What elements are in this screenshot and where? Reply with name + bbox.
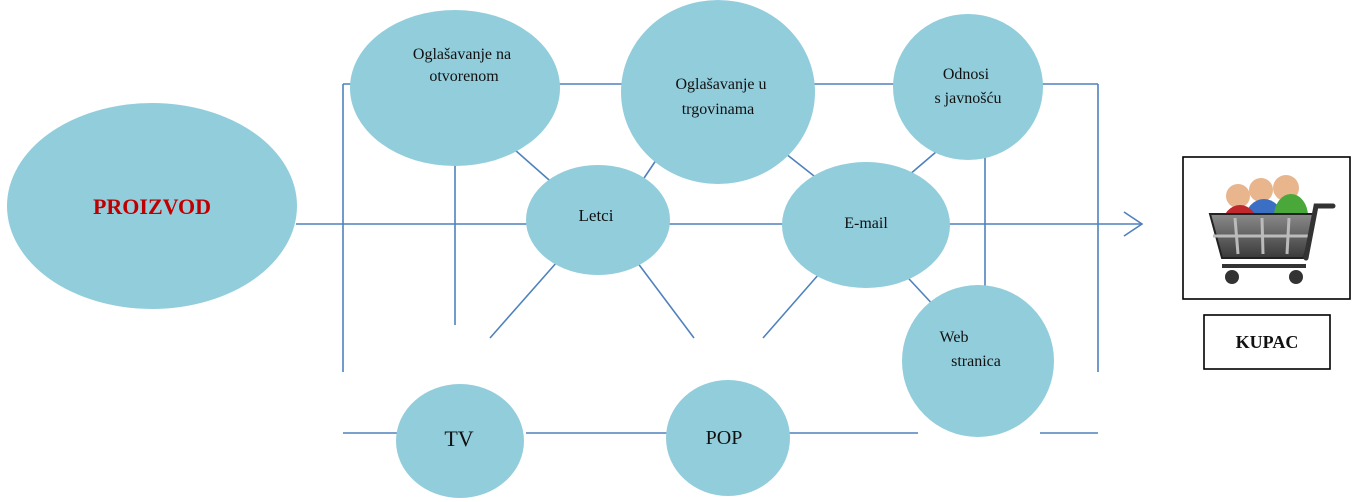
node-email: E-mail [782,162,950,288]
pr-oval [893,14,1043,160]
flyers-oval [526,165,670,275]
tv-label: TV [444,426,473,451]
product-oval [7,103,297,309]
pr-label-line-2: s javnošću [934,90,1001,107]
customer-icon-box [1182,156,1351,300]
node-website: Web stranica [902,285,1054,437]
store-ads-oval [621,0,815,184]
pop-oval [666,380,790,496]
website-oval [902,285,1054,437]
node-store-ads: Oglašavanje u trgovinama [621,0,815,184]
connector-email-down-left [762,265,827,339]
store-ads-label: Oglašavanje u trgovinama [675,76,770,118]
flyers-label: Letci [579,206,614,225]
node-product: PROIZVOD [7,103,297,309]
store-ads-label-line-1: Oglašavanje u [675,76,766,93]
pr-label: Odnosi s javnošću [934,66,1001,107]
node-pr: Odnosi s javnošću [893,14,1043,160]
tv-oval [396,384,524,498]
website-label-line-2: stranica [951,353,1001,370]
shopping-cart-with-people-icon [1208,175,1336,284]
node-pop: POP [666,380,790,496]
customer-label-frame [1203,314,1331,370]
email-oval [782,162,950,288]
customer-label: KUPAC [1236,332,1299,352]
pr-label-line-1: Odnosi [943,66,990,83]
node-outdoor-ads: Oglašavanje na otvorenom [350,10,560,166]
product-label: PROIZVOD [93,194,211,219]
outdoor-ads-label: Oglašavanje na otvorenom [413,46,515,85]
outdoor-ads-oval [350,10,560,166]
website-label-line-1: Web [940,329,969,346]
store-ads-label-line-2: trgovinama [682,101,755,118]
customer-label-box: KUPAC [1203,314,1331,370]
connector-letci-down-right [636,261,695,339]
pop-label: POP [706,427,743,449]
outdoor-ads-label-line-2: otvorenom [429,68,499,85]
website-label: Web stranica [940,329,1001,370]
node-tv: TV [396,384,524,498]
outdoor-ads-label-line-1: Oglašavanje na [413,46,511,63]
email-label: E-mail [844,215,888,232]
node-flyers: Letci [526,165,670,275]
connector-letci-down-left [489,261,558,339]
arrow-head [1123,211,1144,237]
